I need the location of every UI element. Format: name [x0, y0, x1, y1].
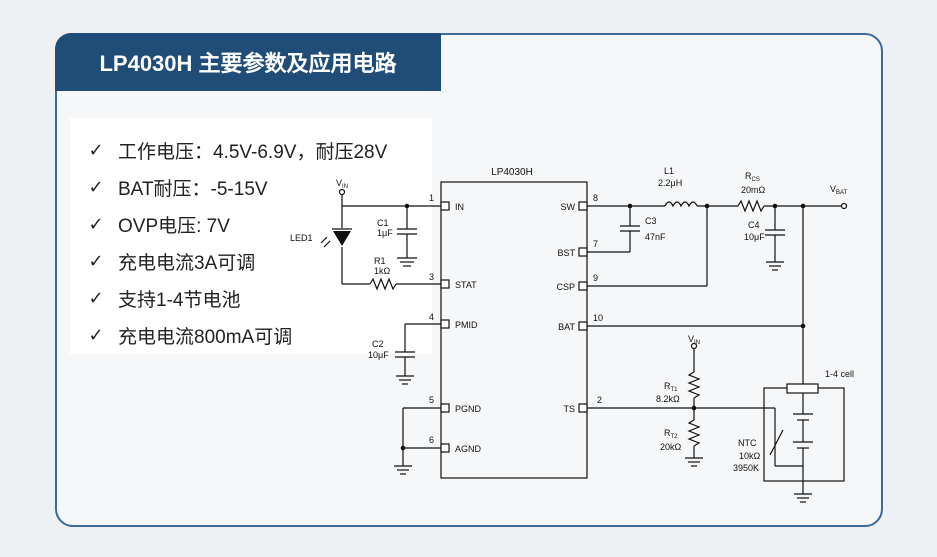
feature-text: 充电电流3A可调 — [118, 253, 256, 274]
check-icon: ✓ — [88, 325, 104, 345]
feature-item: ✓ BAT耐压：-5-15V — [70, 169, 432, 206]
feature-text: 支持1-4节电池 — [118, 290, 241, 311]
feature-list: ✓ 工作电压：4.5V-6.9V，耐压28V ✓ BAT耐压：-5-15V ✓ … — [70, 118, 432, 354]
page-title: LP4030H 主要参数及应用电路 — [55, 33, 441, 91]
feature-item: ✓ 充电电流3A可调 — [70, 243, 432, 280]
feature-text: BAT耐压：-5-15V — [118, 179, 268, 200]
feature-item: ✓ OVP电压: 7V — [70, 206, 432, 243]
feature-item: ✓ 工作电压：4.5V-6.9V，耐压28V — [70, 132, 432, 169]
check-icon: ✓ — [88, 214, 104, 234]
check-icon: ✓ — [88, 140, 104, 160]
check-icon: ✓ — [88, 177, 104, 197]
feature-text: 工作电压：4.5V-6.9V，耐压28V — [118, 142, 388, 163]
feature-item: ✓ 支持1-4节电池 — [70, 280, 432, 317]
feature-text: 充电电流800mA可调 — [118, 327, 293, 348]
check-icon: ✓ — [88, 251, 104, 271]
check-icon: ✓ — [88, 288, 104, 308]
feature-text: OVP电压: 7V — [118, 216, 230, 237]
feature-item: ✓ 充电电流800mA可调 — [70, 317, 432, 354]
